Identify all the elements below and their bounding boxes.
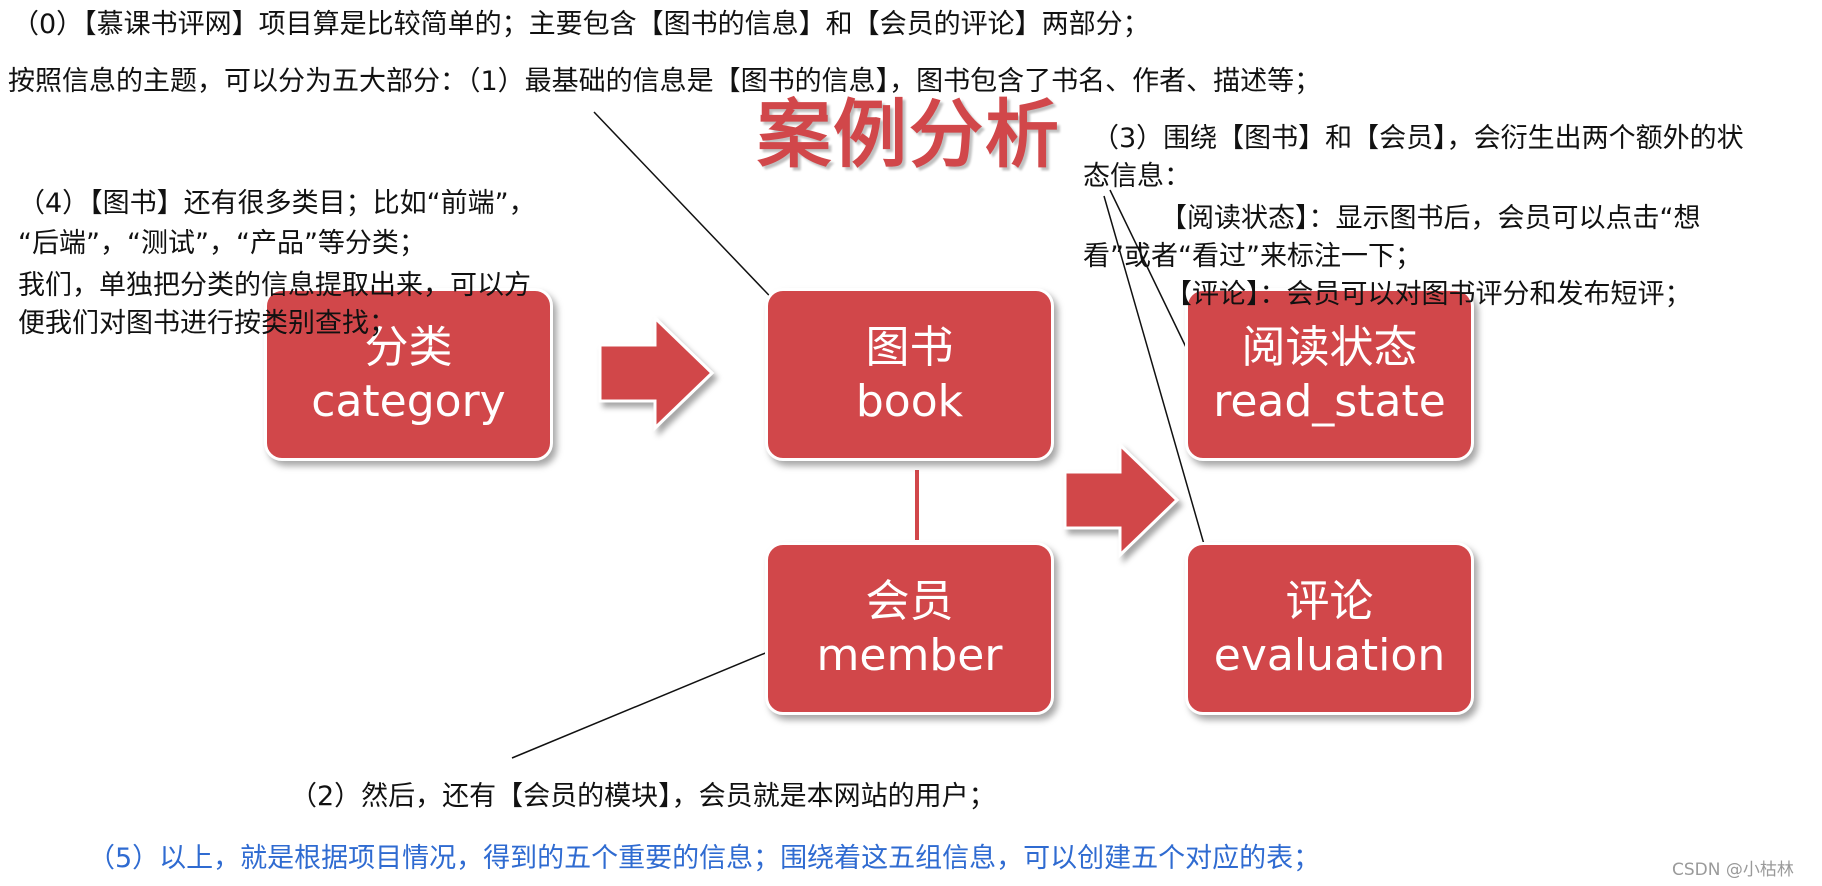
box-book-en: book bbox=[855, 375, 964, 427]
note-3-line-4: 看”或者“看过”来标注一下； bbox=[1083, 241, 1422, 272]
box-member-en: member bbox=[816, 629, 1003, 681]
box-book: 图书 book bbox=[765, 288, 1054, 461]
box-evaluation-cn: 评论 bbox=[1285, 575, 1374, 627]
annotation-arrow-2 bbox=[511, 635, 806, 759]
note-3-line-1: （3）围绕【图书】和【会员】，会衍生出两个额外的状 bbox=[1092, 123, 1744, 154]
box-book-cn: 图书 bbox=[865, 321, 954, 373]
box-evaluation: 评论 evaluation bbox=[1185, 542, 1474, 715]
box-category-en: category bbox=[311, 375, 506, 427]
note-2: （2）然后，还有【会员的模块】，会员就是本网站的用户； bbox=[290, 781, 996, 812]
watermark: CSDN @小枯林 bbox=[1672, 860, 1794, 880]
note-4-line-2: “后端”，“测试”，“产品”等分类； bbox=[18, 228, 426, 259]
box-category: 分类 category bbox=[264, 288, 553, 461]
box-member: 会员 member bbox=[765, 542, 1054, 715]
block-arrow-category-to-book bbox=[598, 314, 715, 432]
note-0: （0）【慕课书评网】项目算是比较简单的；主要包含【图书的信息】和【会员的评论】两… bbox=[12, 9, 1150, 40]
note-4-line-3: 我们，单独把分类的信息提取出来，可以方 bbox=[18, 270, 531, 301]
block-arrow-to-states bbox=[1063, 441, 1180, 559]
box-read-state-cn: 阅读状态 bbox=[1241, 321, 1418, 373]
note-4-line-4: 便我们对图书进行按类别查找； bbox=[18, 308, 396, 339]
box-read-state-en: read_state bbox=[1213, 375, 1446, 427]
note-4-line-1: （4）【图书】还有很多类目；比如“前端”， bbox=[18, 188, 536, 219]
note-3-line-5: 【评论】：会员可以对图书评分和发布短评； bbox=[1165, 279, 1692, 310]
box-evaluation-en: evaluation bbox=[1213, 629, 1446, 681]
box-read-state: 阅读状态 read_state bbox=[1185, 288, 1474, 461]
note-1: 按照信息的主题，可以分为五大部分：（1）最基础的信息是【图书的信息】，图书包含了… bbox=[8, 66, 1322, 97]
box-member-cn: 会员 bbox=[865, 575, 954, 627]
note-3-line-2: 态信息： bbox=[1083, 161, 1191, 192]
box-category-cn: 分类 bbox=[364, 321, 453, 373]
slide-title: 案例分析 bbox=[757, 92, 1061, 178]
note-5: （5）以上，就是根据项目情况，得到的五个重要的信息；围绕着这五组信息，可以创建五… bbox=[88, 843, 1321, 874]
note-3-line-3: 【阅读状态】：显示图书后，会员可以点击“想 bbox=[1160, 203, 1701, 234]
